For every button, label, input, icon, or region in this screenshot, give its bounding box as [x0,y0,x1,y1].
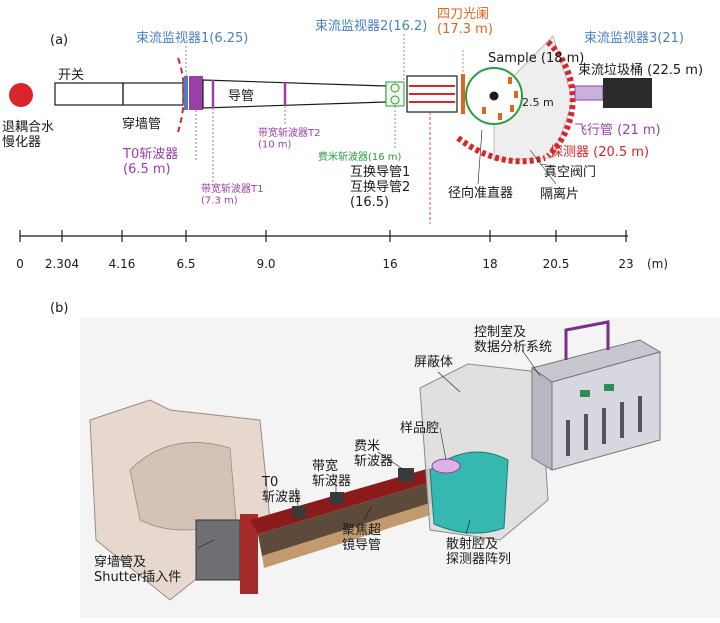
detector-fan-area [493,35,574,161]
sample-chamber-3d-label: 样品腔 [400,421,439,436]
control-room-side [531,367,553,471]
fermi-chopper-label: 费米斩波器(16 m) [318,150,402,163]
render-callout-leaders [197,349,541,549]
control-room-desks [580,384,614,397]
panel-label-a: (a) [50,33,68,48]
panel-label-b: (b) [50,301,68,316]
bw-t1-label: 带宽斩波器T1(7.3 m) [201,182,263,207]
axis-tick-label: 4.16 [109,257,136,271]
wall-tube-label: 穿墙管 [122,116,161,132]
flight-tube-label: 飞行管 (21 m) [574,123,661,138]
moderator-circle [9,83,33,107]
focus-guide-label: 聚焦超镜导管 [342,523,381,553]
monitor2-label: 束流监视器2(16.2) [315,19,427,34]
axis-tick-label: 18 [482,257,497,271]
axis-tick-label: 9.0 [256,257,275,271]
sample-chamber-3d [431,458,461,474]
axis-tick-label: 20.5 [543,257,570,271]
sample-point [489,91,499,101]
sample-label: Sample (18 m) [488,51,584,66]
radial-collimator-label: 径向准直器 [448,185,513,201]
bw-t2-label: 带宽斩波器T2(10 m) [258,126,320,151]
fermi-rotor-top [390,83,400,93]
monitor3-label: 束流监视器3(21) [584,31,684,46]
t0-chopper-label: T0斩波器(6.5 m) [122,147,178,177]
exchange-guide-box [406,75,458,113]
slit-label: 四刀光阑(17.3 m) [437,7,493,37]
control-room-racks [566,396,642,456]
guide-beamline-base [262,500,440,568]
bw-chopper-box [330,492,344,504]
fermi-chopper-box [385,81,405,107]
detector-arc [545,39,576,159]
detector-lower-arc [456,135,546,165]
wall-tube-box [122,82,184,106]
switch-label: 开关 [58,68,84,83]
shield-label: 屏蔽体 [414,355,453,370]
scatter-chamber-label: 散射腔及探测器阵列 [446,536,511,567]
guide-beamline-side [258,480,440,556]
moderator-label: 退耦合水慢化器 [2,120,54,150]
detector-label: 探测器 (20.5 m) [550,145,649,160]
axis-tick-label: 2.304 [45,257,79,271]
fermi-rotor-bottom [390,95,400,105]
crane-frame [564,320,610,360]
render-3d [80,318,720,618]
guide-label: 导管 [228,89,254,104]
monitor1-bar [184,76,188,110]
vacuum-valve-label: 真空阀门 [544,165,596,180]
wall-tube-frame [240,514,258,594]
radius-label: 2.5 m [522,96,554,109]
control-room-label: 控制室及数据分析系统 [474,324,552,355]
axis-tick-label: 6.5 [176,257,195,271]
distance-axis: (m) 0 2.304 4.16 6.5 9.0 16 18 20.5 23 [16,230,668,271]
axis-tick-label: 0 [16,257,24,271]
wall-tube-insert [195,519,241,581]
bw-chopper-3d-label: 带宽斩波器 [312,458,351,489]
slit-bar [461,74,465,114]
monitor1-label: 束流监视器1(6.25) [136,31,248,46]
fermi-chopper-3d-label: 费米斩波器 [354,439,393,469]
axis-tick-label: 23 [618,257,633,271]
axis-unit: (m) [647,257,668,271]
beam-stop [603,78,652,108]
beam-stop-label: 束流垃圾桶 (22.5 m) [578,63,703,78]
fermi-chopper-3d [398,468,414,482]
t0-chopper-box [292,506,306,518]
spacer-label: 隔离片 [540,186,579,202]
switch-box [54,82,124,106]
radial-collimator-segments [482,77,518,120]
callout-leaders [477,129,557,185]
t0-chopper-block [189,76,203,110]
axis-tick-label: 16 [382,257,397,271]
flight-tube [574,85,604,101]
